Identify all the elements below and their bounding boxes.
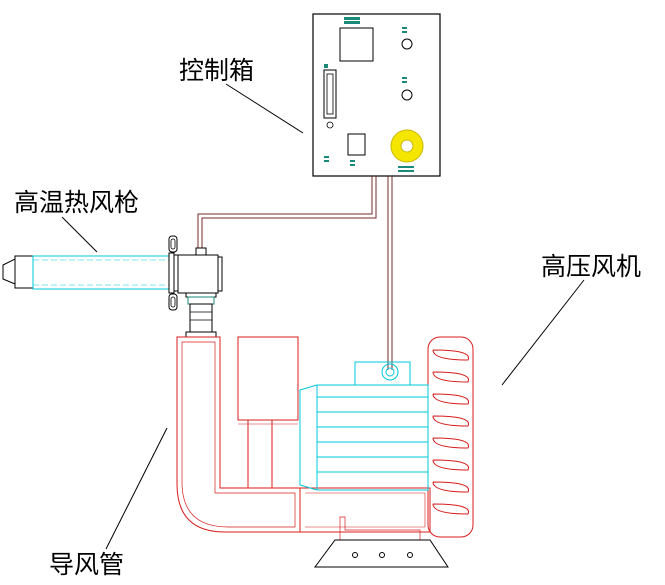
control-box-label: 控制箱 xyxy=(179,56,255,85)
leader-lines xyxy=(61,83,585,550)
blower-label: 高压风机 xyxy=(541,252,642,281)
yellow-knob-icon xyxy=(390,129,424,163)
control-box xyxy=(312,13,441,177)
heat-gun xyxy=(2,235,223,338)
duct-label: 导风管 xyxy=(49,550,125,579)
heat-gun-label: 高温热风枪 xyxy=(14,188,140,217)
air-duct xyxy=(176,336,474,541)
motor xyxy=(299,361,429,491)
wires xyxy=(197,176,393,370)
base-stand xyxy=(314,539,449,568)
